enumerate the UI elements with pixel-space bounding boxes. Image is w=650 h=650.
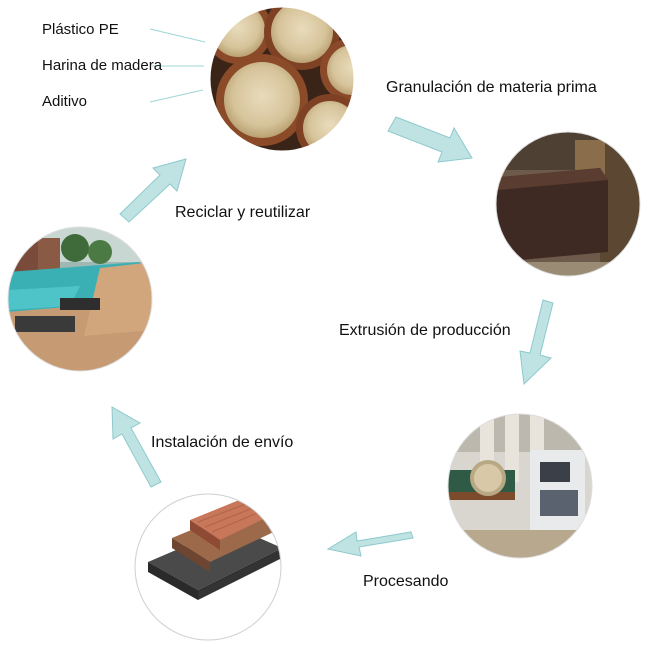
ingredient-additive: Aditivo <box>42 93 88 110</box>
extrusion-image <box>496 132 640 276</box>
step-granulation-label: Granulación de materia prima <box>386 79 597 96</box>
arrow-recycle-to-granulation <box>119 158 187 223</box>
arrow-extrusion-to-processing <box>519 299 554 386</box>
step-extrusion-label: Extrusión de producción <box>339 322 511 339</box>
ingredient-wood-flour: Harina de madera <box>42 57 163 74</box>
step-processing-label: Procesando <box>363 573 449 590</box>
ingredient-pointer-lines <box>149 28 206 103</box>
ingredient-pe-plastic: Plástico PE <box>42 21 119 38</box>
step-installation-label: Instalación de envío <box>151 434 294 451</box>
arrow-processing-to-installation <box>326 531 414 557</box>
arrow-granulation-to-extrusion <box>387 116 473 163</box>
decking-boards-image <box>135 494 281 640</box>
step-recycle-label: Reciclar y reutilizar <box>175 204 311 221</box>
processing-machine-image <box>448 414 592 558</box>
arrow-installation-to-recycle <box>111 406 162 488</box>
raw-materials-image <box>210 7 354 151</box>
